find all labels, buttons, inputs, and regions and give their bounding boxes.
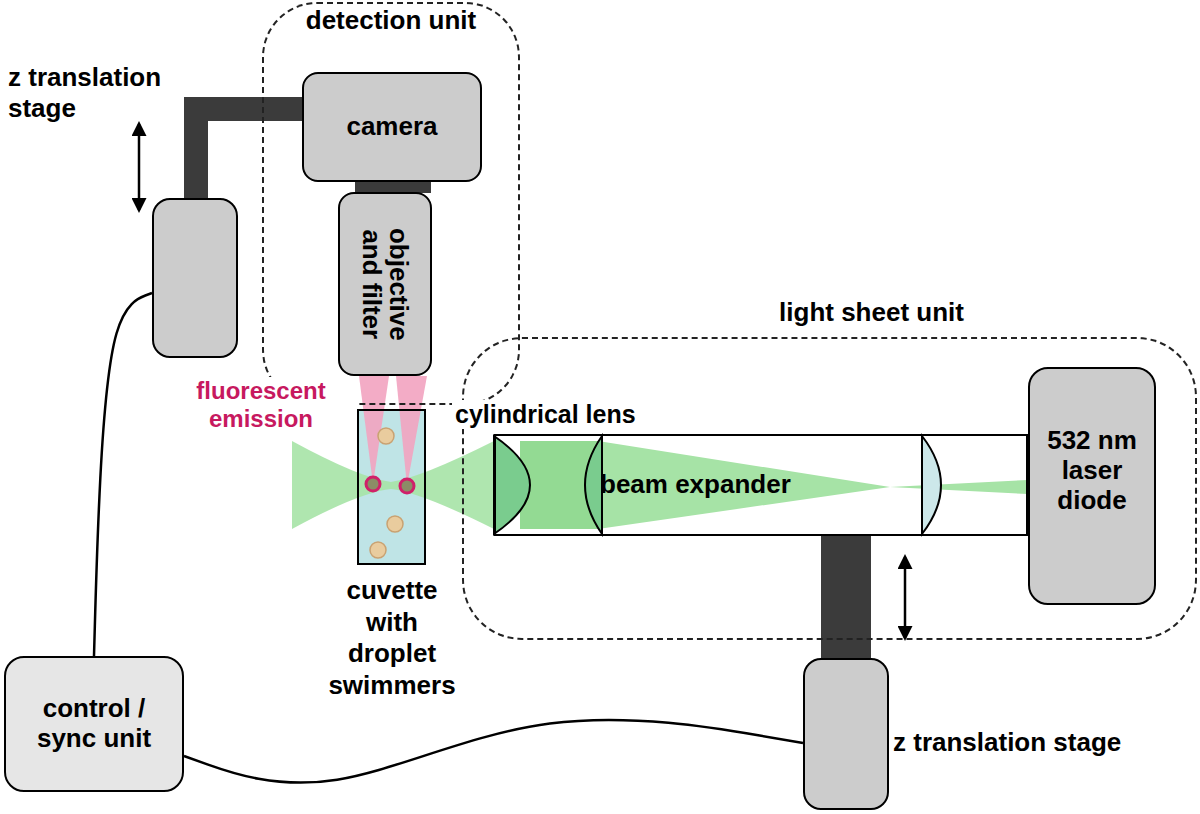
- objective-box: objective and filter: [338, 192, 432, 376]
- beam-expander-tube: beam expander: [494, 434, 1028, 536]
- emission-cone: [396, 376, 427, 486]
- control-cable: [184, 720, 803, 783]
- control-box: control / sync unit: [4, 656, 184, 792]
- motion-arrow: [904, 557, 907, 638]
- node-text: objective and filter: [358, 209, 413, 359]
- unit-region: light sheet unitbeam expander532 nm lase…: [462, 337, 1197, 640]
- expander-lens: [922, 436, 941, 534]
- lens-label: cylindrical lens: [452, 400, 639, 429]
- fluorescing-droplet: [400, 479, 414, 493]
- motion-arrow: [138, 124, 141, 210]
- node-text: z translation stage: [893, 728, 1193, 758]
- node-text: z translation stage: [8, 62, 198, 124]
- cuvette: cuvette with droplet swimmers: [357, 409, 426, 565]
- node-text: detection unit: [264, 6, 518, 36]
- control-cable: [94, 293, 152, 656]
- cylindrical-lens: [494, 436, 530, 534]
- laser-beam: [598, 441, 890, 529]
- droplet: [370, 542, 386, 558]
- expander-lens: [585, 436, 602, 534]
- mount-arm: [196, 109, 302, 198]
- node-text: camera: [346, 112, 437, 142]
- laser-box: 532 nm laser diode: [1028, 367, 1156, 605]
- node-text: cuvette with droplet swimmers: [327, 575, 457, 702]
- droplet: [378, 428, 394, 444]
- node-text: control / sync unit: [14, 694, 174, 754]
- laser-beam: [890, 480, 1028, 494]
- unit-region: detection unit camera objective and filter: [262, 2, 520, 405]
- node-text: 532 nm laser diode: [1036, 426, 1148, 516]
- droplet: [387, 516, 403, 532]
- emission-label: fluorescent emission: [166, 377, 356, 432]
- fluorescing-droplet: [366, 477, 380, 491]
- stage-box: z translation stage: [803, 658, 889, 810]
- stage-box: z translation stage: [152, 198, 238, 358]
- node-text: light sheet unit: [749, 298, 994, 328]
- node-text: beam expander: [600, 470, 791, 500]
- camera-box: camera: [302, 72, 482, 182]
